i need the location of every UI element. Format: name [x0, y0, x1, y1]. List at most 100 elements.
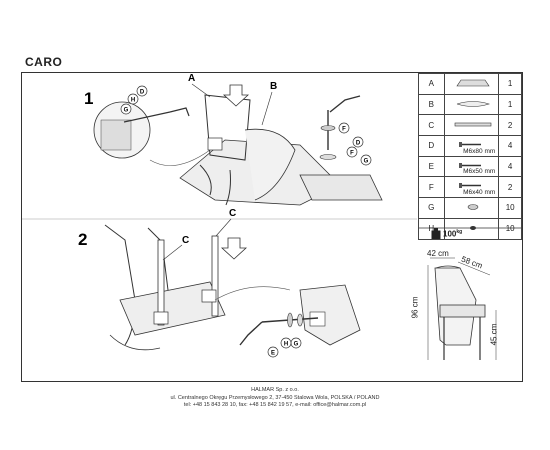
part-picture [443, 93, 500, 116]
step-number-1: 1 [84, 89, 93, 108]
callout-f-2: F [346, 146, 358, 158]
footer-address: ul. Centralnego Okręgu Przemysłowego 2, … [170, 394, 380, 401]
callout-e: E [267, 346, 279, 358]
weight-limit-value: 100 [443, 229, 457, 239]
svg-text:D: D [140, 90, 145, 96]
svg-text:G: G [364, 159, 369, 165]
part-letter: B [418, 93, 445, 116]
allen-key-2 [329, 95, 361, 113]
corner-bracket-2 [153, 311, 169, 325]
part-icon [458, 183, 481, 189]
part-letter: G [418, 197, 445, 219]
detail-leader-2 [214, 286, 291, 301]
part-picture: M6x80 mm [443, 135, 500, 157]
part-letter: H [418, 217, 445, 240]
part-picture [443, 217, 500, 240]
part-size: M6x50 mm [463, 168, 496, 176]
callout-d-2: F [338, 122, 350, 134]
step-number-2: 2 [78, 230, 87, 249]
callout-f: D [352, 136, 364, 148]
dimension-height: 96 cm [410, 296, 420, 319]
svg-text:D: D [356, 141, 361, 147]
part-letter: F [418, 176, 445, 199]
part-letter: E [418, 155, 445, 178]
svg-text:G: G [124, 108, 129, 114]
part-icon [458, 142, 481, 148]
part-quantity: 1 [498, 73, 522, 95]
svg-text:E: E [271, 351, 275, 357]
weight-limit: 100kg [443, 229, 462, 239]
part-letter: C [418, 114, 445, 137]
part-icon [458, 162, 481, 168]
callout-h-2: H [280, 337, 292, 349]
part-size: M6x40 mm [463, 189, 496, 197]
callout-h: H [127, 93, 139, 105]
detail-leader [149, 149, 211, 166]
parts-row: G 10 [418, 197, 522, 219]
arrow-down-icon-2 [220, 237, 248, 260]
chair-back-leg [104, 224, 136, 346]
footer: HALMAR Sp. z o.o. ul. Centralnego Okręgu… [0, 387, 550, 410]
parts-row: H 10 [418, 217, 522, 240]
diagram-frame [21, 72, 523, 382]
part-picture: M6x40 mm [443, 176, 500, 199]
dimension-seat-height: 45 cm [489, 323, 499, 346]
part-quantity: 2 [498, 176, 522, 199]
svg-text:H: H [131, 98, 135, 104]
part-picture [443, 114, 500, 137]
svg-text:F: F [342, 127, 346, 133]
part-icon [467, 204, 478, 210]
weight-limit-unit: kg [456, 229, 463, 235]
part-quantity: 4 [498, 155, 522, 178]
part-icon [469, 225, 476, 230]
arrow-down-icon [222, 84, 250, 107]
part-size: M6x80 mm [463, 147, 496, 155]
chair-base-curve [109, 334, 161, 351]
callout-g-2: G [360, 154, 372, 166]
part-icon [456, 100, 490, 107]
corner-bracket [207, 137, 223, 151]
part-quantity: 4 [498, 135, 522, 157]
part-letter: A [418, 73, 445, 95]
product-title: CARO [25, 55, 63, 69]
part-label-a: A [188, 73, 195, 84]
callout-d: D [136, 85, 148, 97]
footer-contact: tel: +48 15 843 28 10, fax: +48 15 842 1… [183, 402, 367, 409]
footer-company: HALMAR Sp. z o.o. [251, 387, 299, 393]
callout-g: G [120, 103, 132, 115]
part-picture [443, 197, 500, 219]
dimension-width: 42 cm [427, 249, 449, 258]
allen-key [169, 107, 190, 117]
leg-1 [199, 164, 212, 196]
part-icon [456, 79, 490, 87]
part-label-c-2: C [182, 235, 189, 246]
part-picture [443, 73, 500, 95]
part-quantity: 1 [498, 93, 522, 116]
detail-panel [299, 284, 361, 346]
part-letter: D [418, 135, 445, 157]
part-icon [454, 123, 491, 127]
chair-seat [119, 281, 226, 336]
backrest-part-b [244, 128, 296, 201]
part-quantity: 10 [498, 217, 522, 240]
part-quantity: 10 [498, 197, 522, 219]
allen-key-3 [239, 321, 263, 346]
leg-joint-detail [100, 119, 132, 151]
leg-2 [225, 169, 231, 206]
front-leg-c-2 [211, 235, 219, 317]
part-label-c-1: C [229, 208, 236, 219]
part-label-b: B [270, 81, 277, 92]
svg-text:G: G [294, 342, 299, 348]
svg-text:H: H [284, 342, 288, 348]
part-quantity: 2 [498, 114, 522, 137]
bolt-shaft [123, 111, 171, 123]
part-picture: M6x50 mm [443, 155, 500, 178]
